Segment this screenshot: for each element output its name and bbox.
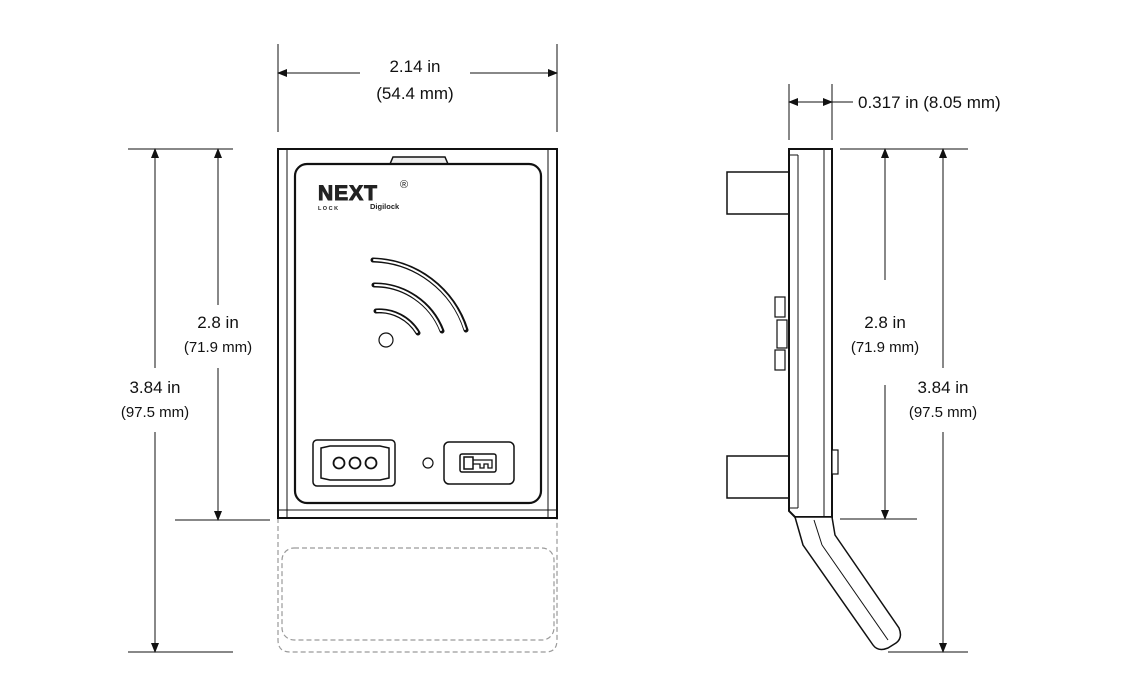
front-width-label-mm: (54.4 mm) [376, 84, 453, 103]
logo-tagline-left: L O C K [318, 206, 338, 212]
side-inner-height-dimension [840, 148, 925, 520]
front-total-height-label-mm: (97.5 mm) [121, 404, 189, 421]
front-inner-height-label: 2.8 in [197, 313, 239, 332]
side-inner-height-label-mm: (71.9 mm) [851, 339, 919, 356]
side-total-height-dimension [888, 148, 968, 653]
logo-tagline-right: Digilock [370, 202, 400, 211]
front-total-height-label: 3.84 in [129, 378, 180, 397]
width-dimension [277, 44, 558, 132]
side-inner-height-label: 2.8 in [864, 313, 906, 332]
handle-outline-dashed [277, 518, 558, 653]
key-icon [443, 441, 515, 485]
side-total-height-label: 3.84 in [917, 378, 968, 397]
front-inner-height-label-mm: (71.9 mm) [184, 339, 252, 356]
side-handle [794, 516, 902, 651]
led-indicator-icon [378, 332, 394, 348]
mounting-posts [726, 171, 790, 499]
rfid-waves-icon [370, 257, 469, 336]
side-view: 0.317 in (8.05 mm) 2.8 in (71.9 mm) 3.84… [726, 84, 1001, 653]
front-width-label: 2.14 in [389, 57, 440, 76]
front-inner-height-dimension [175, 148, 270, 521]
front-view: NEXT ® L O C K Digilock [121, 44, 558, 653]
logo-registered: ® [400, 179, 408, 191]
side-depth-label: 0.317 in (8.05 mm) [858, 93, 1001, 112]
front-total-height-dimension [128, 148, 233, 653]
depth-dimension [788, 84, 853, 140]
three-pin-port-icon [312, 439, 396, 487]
status-led-icon [422, 457, 434, 469]
brand-logo: NEXT ® L O C K Digilock [318, 179, 409, 212]
logo-brand: NEXT [318, 182, 378, 205]
side-total-height-label-mm: (97.5 mm) [909, 404, 977, 421]
